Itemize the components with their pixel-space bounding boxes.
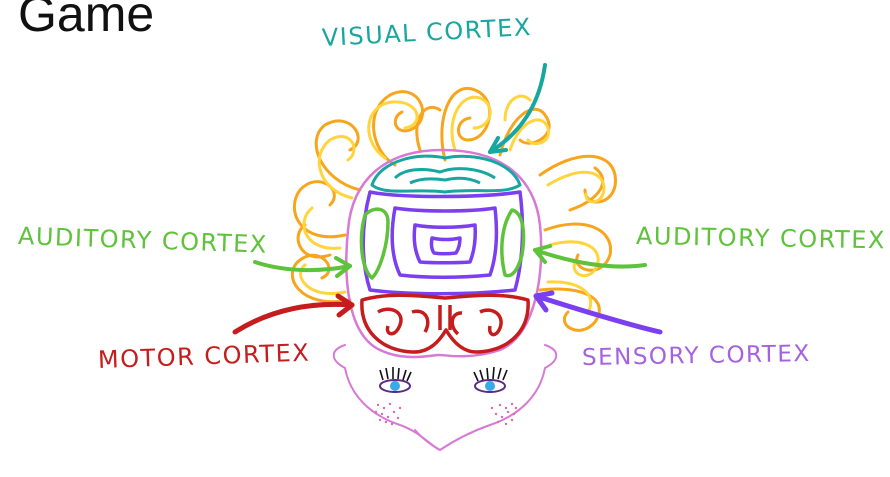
auditory-right-arrow bbox=[535, 246, 645, 267]
sensory-cortex-label: SENSORY CORTEX bbox=[582, 341, 811, 371]
eye-left bbox=[380, 367, 411, 392]
eye-right bbox=[474, 367, 507, 392]
auditory-cortex-regions bbox=[361, 209, 523, 278]
motor-cortex-region bbox=[362, 295, 528, 352]
cheek-left bbox=[375, 403, 401, 425]
face-outline bbox=[334, 345, 557, 450]
face bbox=[334, 345, 557, 450]
auditory-cortex-right-label: AUDITORY CORTEX bbox=[636, 222, 886, 254]
cheek-right bbox=[491, 403, 517, 425]
auditory-left-region bbox=[361, 209, 388, 278]
eyes bbox=[380, 367, 507, 392]
